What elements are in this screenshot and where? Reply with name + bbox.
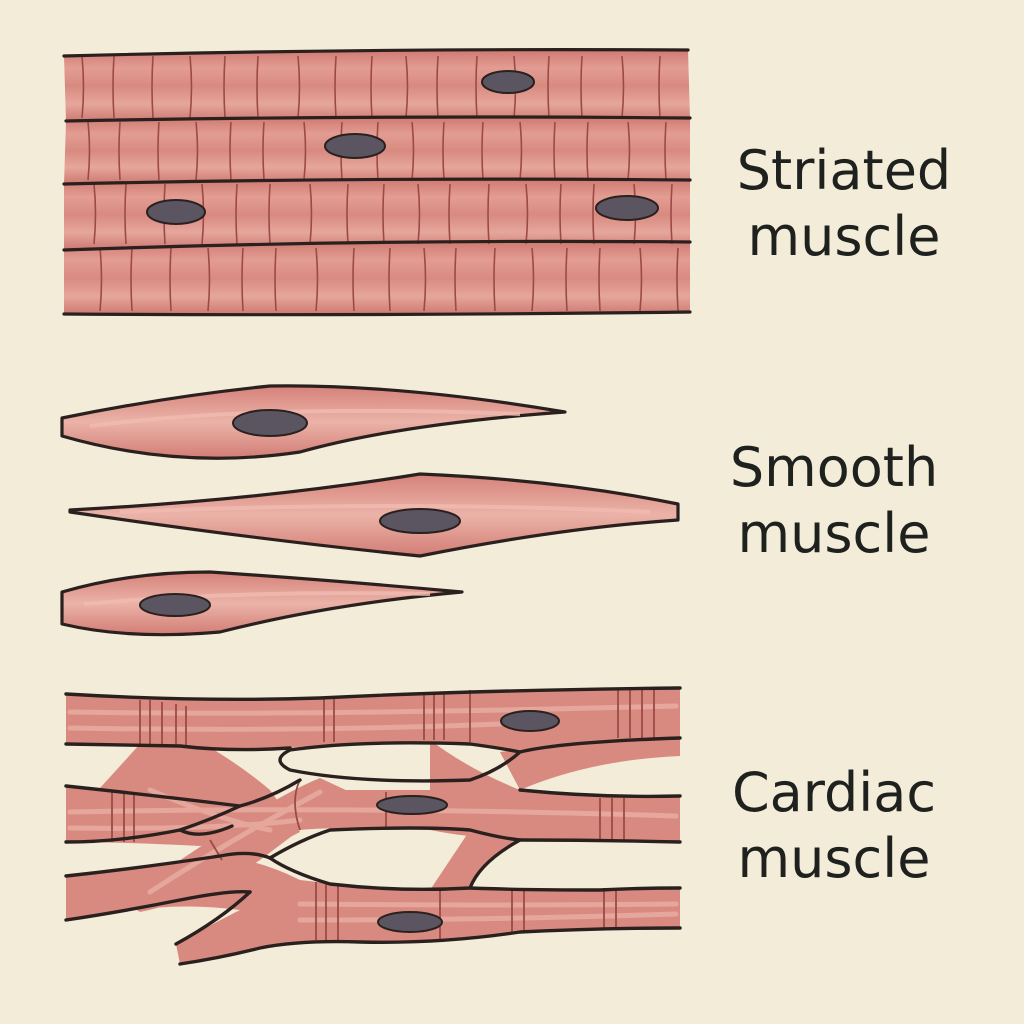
cardiac-nucleus-2 — [376, 795, 448, 815]
striated-fiber-1 — [64, 50, 690, 122]
striation-lines — [81, 55, 679, 312]
cardiac-nucleus-3 — [377, 911, 443, 933]
label-smooth-muscle: Smooth muscle — [706, 435, 962, 567]
smooth-cell-2 — [68, 472, 680, 558]
smooth-cell-1 — [60, 384, 567, 460]
striated-nucleus-3 — [146, 199, 206, 225]
label-cardiac-muscle: Cardiac muscle — [706, 760, 962, 892]
label-smooth-line2: muscle — [737, 502, 931, 565]
striated-muscle-group — [62, 48, 692, 317]
striated-nucleus-4 — [595, 195, 659, 221]
striated-fiber-4 — [64, 241, 690, 315]
smooth-muscle-group — [60, 384, 680, 637]
striated-fiber-3 — [64, 179, 690, 250]
label-striated-line1: Striated — [736, 139, 952, 202]
label-striated-line2: muscle — [747, 205, 941, 268]
striated-nucleus-1 — [481, 70, 535, 94]
label-smooth-line1: Smooth — [729, 436, 939, 499]
striated-nucleus-2 — [324, 133, 386, 159]
label-cardiac-line1: Cardiac — [731, 761, 937, 824]
smooth-nucleus-2 — [379, 508, 461, 534]
label-cardiac-line2: muscle — [737, 827, 931, 890]
cardiac-nucleus-1 — [500, 710, 560, 732]
cardiac-muscle-group — [64, 686, 682, 966]
smooth-cell-3 — [60, 570, 464, 637]
smooth-nucleus-1 — [232, 409, 308, 437]
striated-outlines — [62, 48, 692, 317]
label-striated-muscle: Striated muscle — [716, 138, 972, 270]
smooth-nucleus-3 — [139, 593, 211, 617]
